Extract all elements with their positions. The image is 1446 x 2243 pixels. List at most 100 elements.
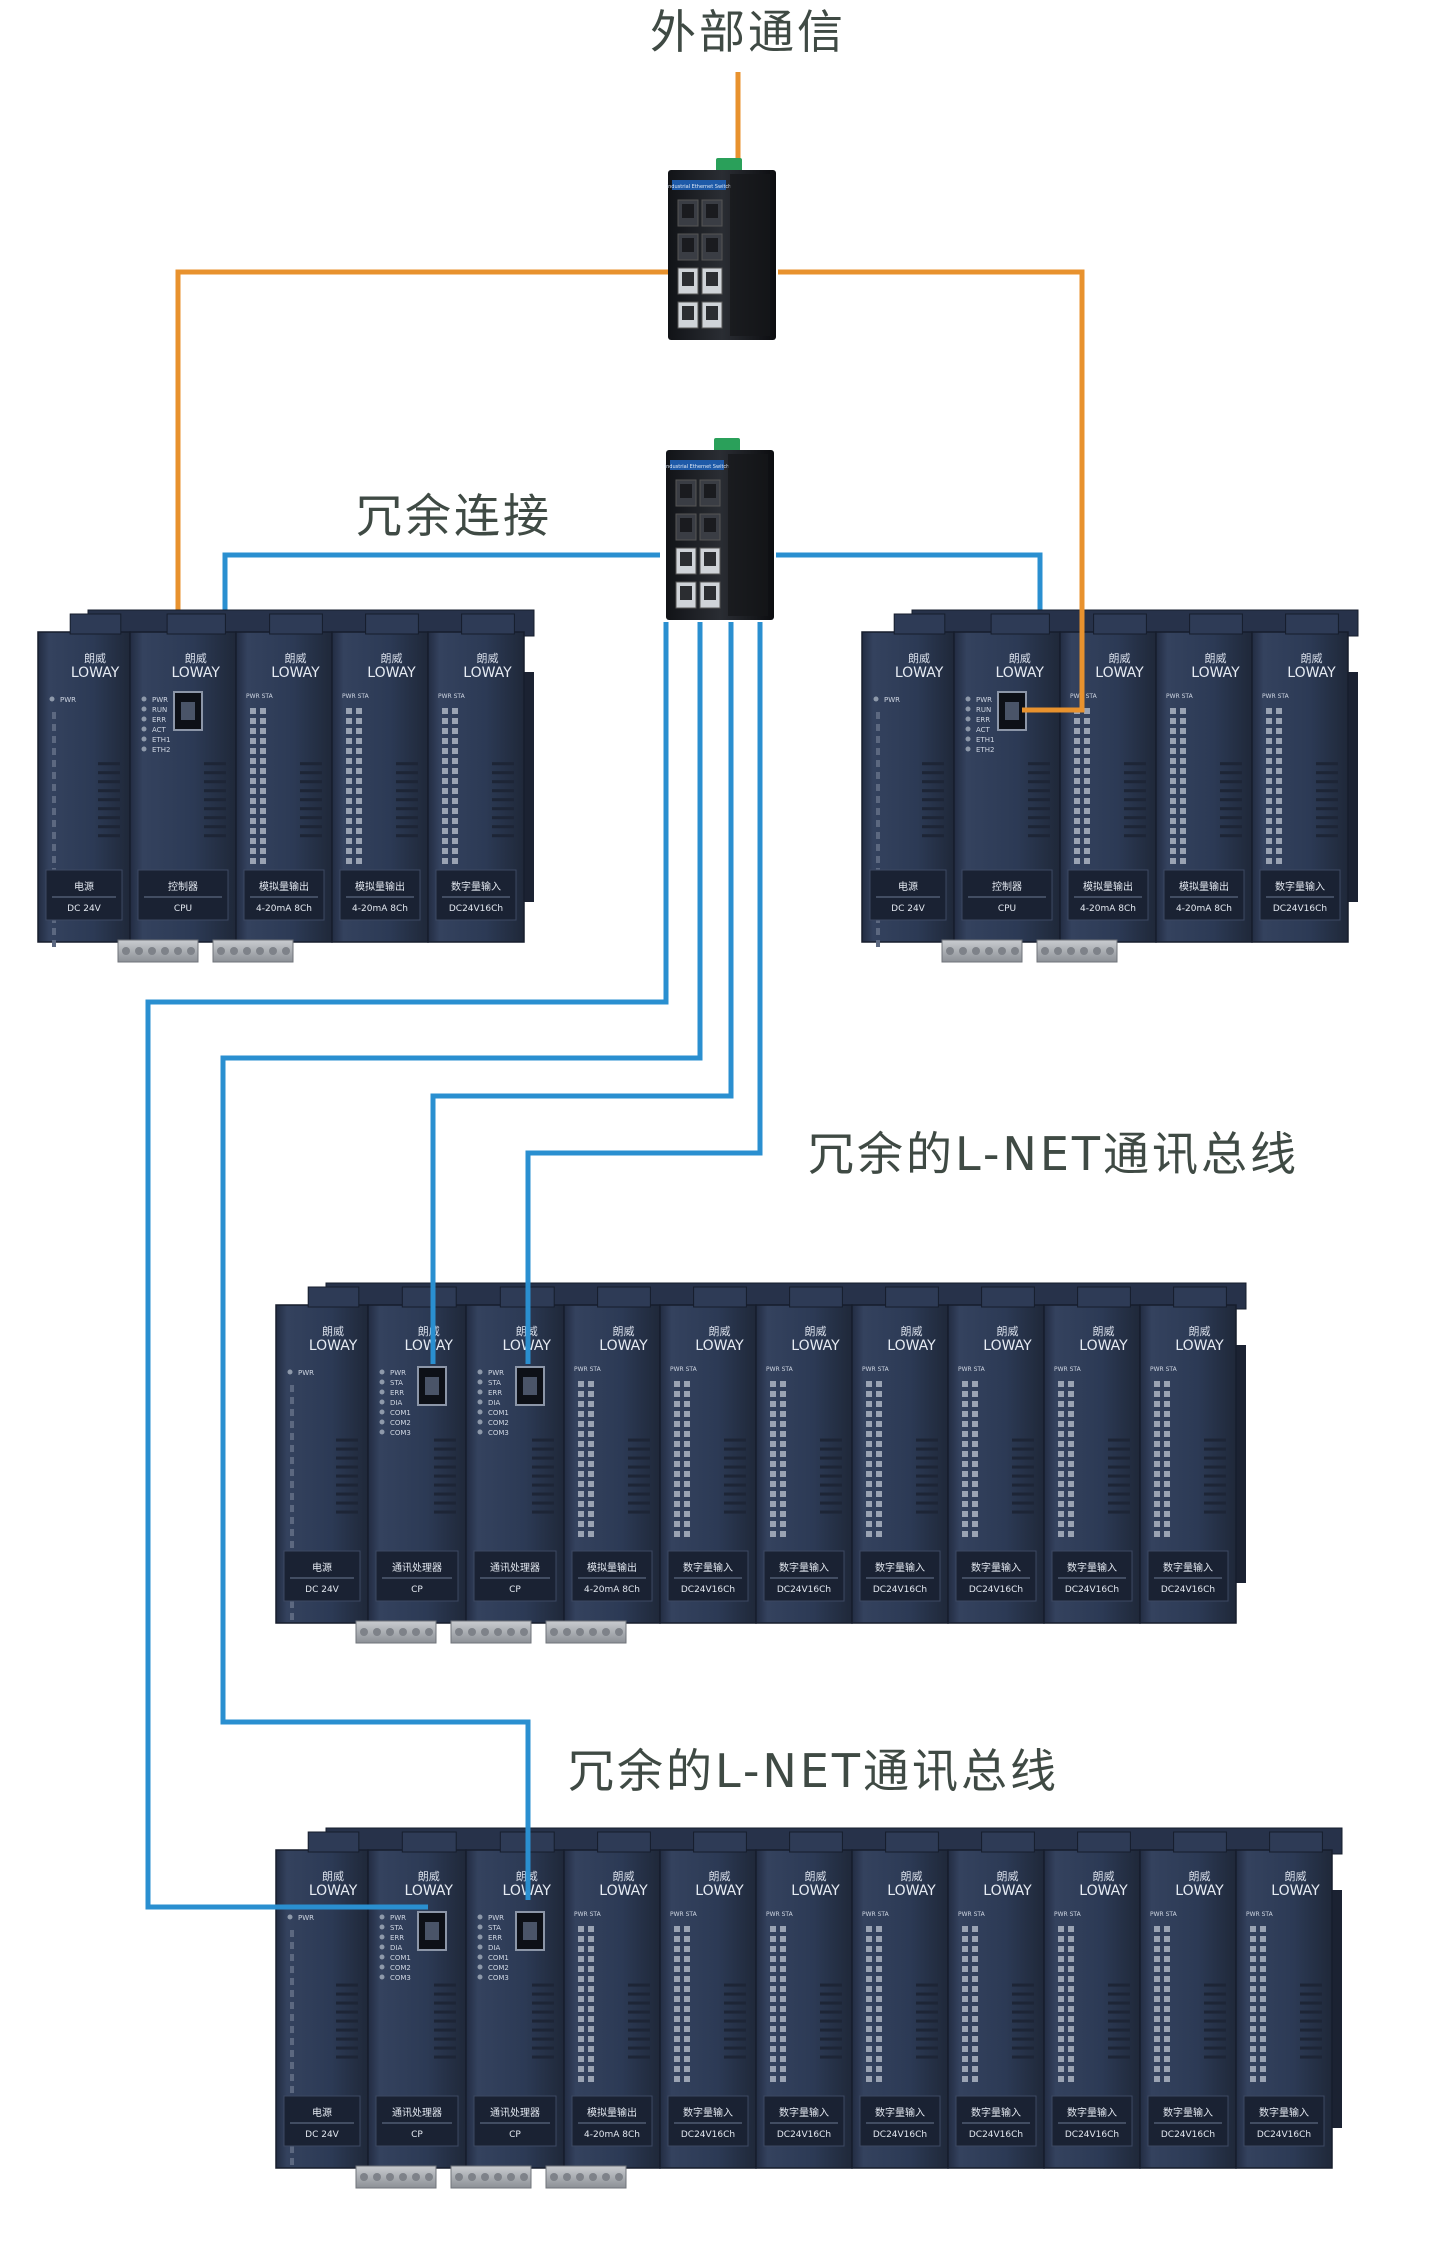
io-led — [578, 1411, 584, 1417]
io-led — [876, 2036, 882, 2042]
io-led — [578, 1481, 584, 1487]
io-led — [770, 2066, 776, 2072]
io-led — [1164, 2006, 1170, 2012]
io-led — [442, 818, 448, 824]
io-led — [346, 748, 352, 754]
module-label-plate — [1147, 1550, 1229, 1602]
io-led — [260, 818, 266, 824]
module-vent — [532, 2019, 554, 2023]
io-led — [674, 1431, 680, 1437]
io-led — [578, 1996, 584, 2002]
io-led — [442, 708, 448, 714]
terminal-screw — [589, 2173, 597, 2181]
io-led — [1260, 1956, 1266, 1962]
module-vent — [1012, 1483, 1034, 1487]
io-led — [356, 718, 362, 724]
status-led — [141, 726, 147, 732]
io-led — [250, 748, 256, 754]
terminal-screw — [615, 1628, 623, 1636]
status-led — [379, 1369, 385, 1375]
io-led — [674, 1956, 680, 1962]
module-vent — [1012, 1456, 1034, 1460]
io-led — [962, 1481, 968, 1487]
module-spec-label: DC24V16Ch — [681, 1585, 735, 1595]
io-led — [866, 2066, 872, 2072]
io-led — [770, 1976, 776, 1982]
led-caption: PWR STA — [766, 1911, 794, 1918]
io-led — [770, 1926, 776, 1932]
io-led — [770, 1381, 776, 1387]
status-led — [49, 696, 55, 702]
status-led — [141, 746, 147, 752]
io-led — [1154, 1411, 1160, 1417]
module-vent — [1028, 771, 1050, 775]
io-led — [866, 2026, 872, 2032]
io-led — [1260, 1996, 1266, 2002]
module-vent — [1108, 2055, 1130, 2059]
io-led — [674, 1441, 680, 1447]
io-led — [1276, 818, 1282, 824]
brand-cn-label: 朗威 — [322, 1325, 344, 1338]
io-led — [250, 728, 256, 734]
io-led — [1058, 1391, 1064, 1397]
io-led — [1154, 1996, 1160, 2002]
io-led — [1180, 748, 1186, 754]
module-name-label: 通讯处理器 — [490, 2107, 540, 2119]
module-vent — [1300, 1992, 1322, 1996]
io-led — [866, 1381, 872, 1387]
module-vent — [434, 1474, 456, 1478]
io-led — [1154, 1956, 1160, 1962]
module-vent — [204, 816, 226, 820]
io-led — [876, 1491, 882, 1497]
brand-cn-label: 朗威 — [1109, 652, 1131, 665]
terminal-screw — [1093, 947, 1101, 955]
io-led — [962, 1431, 968, 1437]
io-led — [684, 1381, 690, 1387]
io-led — [684, 1946, 690, 1952]
module-name-label: 数字量输入 — [779, 1561, 829, 1574]
led-caption: PWR STA — [246, 693, 274, 700]
status-led — [477, 1974, 483, 1980]
io-led — [588, 2026, 594, 2032]
io-led — [588, 1471, 594, 1477]
io-led — [780, 1431, 786, 1437]
io-led — [1058, 2076, 1064, 2082]
io-led — [452, 748, 458, 754]
module-vent — [1204, 1456, 1226, 1460]
module-vent — [1300, 2028, 1322, 2032]
io-led — [1180, 798, 1186, 804]
terminal-screw — [1067, 947, 1075, 955]
io-led — [442, 828, 448, 834]
module-vent — [820, 2037, 842, 2041]
terminal-screw — [360, 2173, 368, 2181]
module-vent — [724, 2037, 746, 2041]
io-led — [1068, 1461, 1074, 1467]
io-led — [1164, 1421, 1170, 1427]
io-led — [780, 2036, 786, 2042]
terminal-screw — [946, 947, 954, 955]
module-vent — [1300, 2001, 1322, 2005]
module-vent — [1012, 1992, 1034, 1996]
io-led — [1266, 798, 1272, 804]
io-led — [452, 778, 458, 784]
brand-cn-label: 朗威 — [418, 1325, 440, 1338]
module-spec-label: DC24V16Ch — [1065, 1585, 1119, 1595]
io-led — [770, 2016, 776, 2022]
io-led — [1074, 858, 1080, 864]
brand-logo: LOWAY — [71, 665, 120, 681]
module-vent — [1012, 2046, 1034, 2050]
module-spec-label: DC24V16Ch — [1161, 2130, 1215, 2140]
io-led — [1164, 2046, 1170, 2052]
terminal-block — [545, 2165, 627, 2189]
terminal-screw — [520, 2173, 528, 2181]
io-led — [346, 758, 352, 764]
io-led — [876, 1411, 882, 1417]
module-vent — [922, 798, 944, 802]
led-caption: RUN — [976, 706, 991, 714]
io-led — [1180, 848, 1186, 854]
io-led — [972, 2066, 978, 2072]
module-vent — [1028, 825, 1050, 829]
